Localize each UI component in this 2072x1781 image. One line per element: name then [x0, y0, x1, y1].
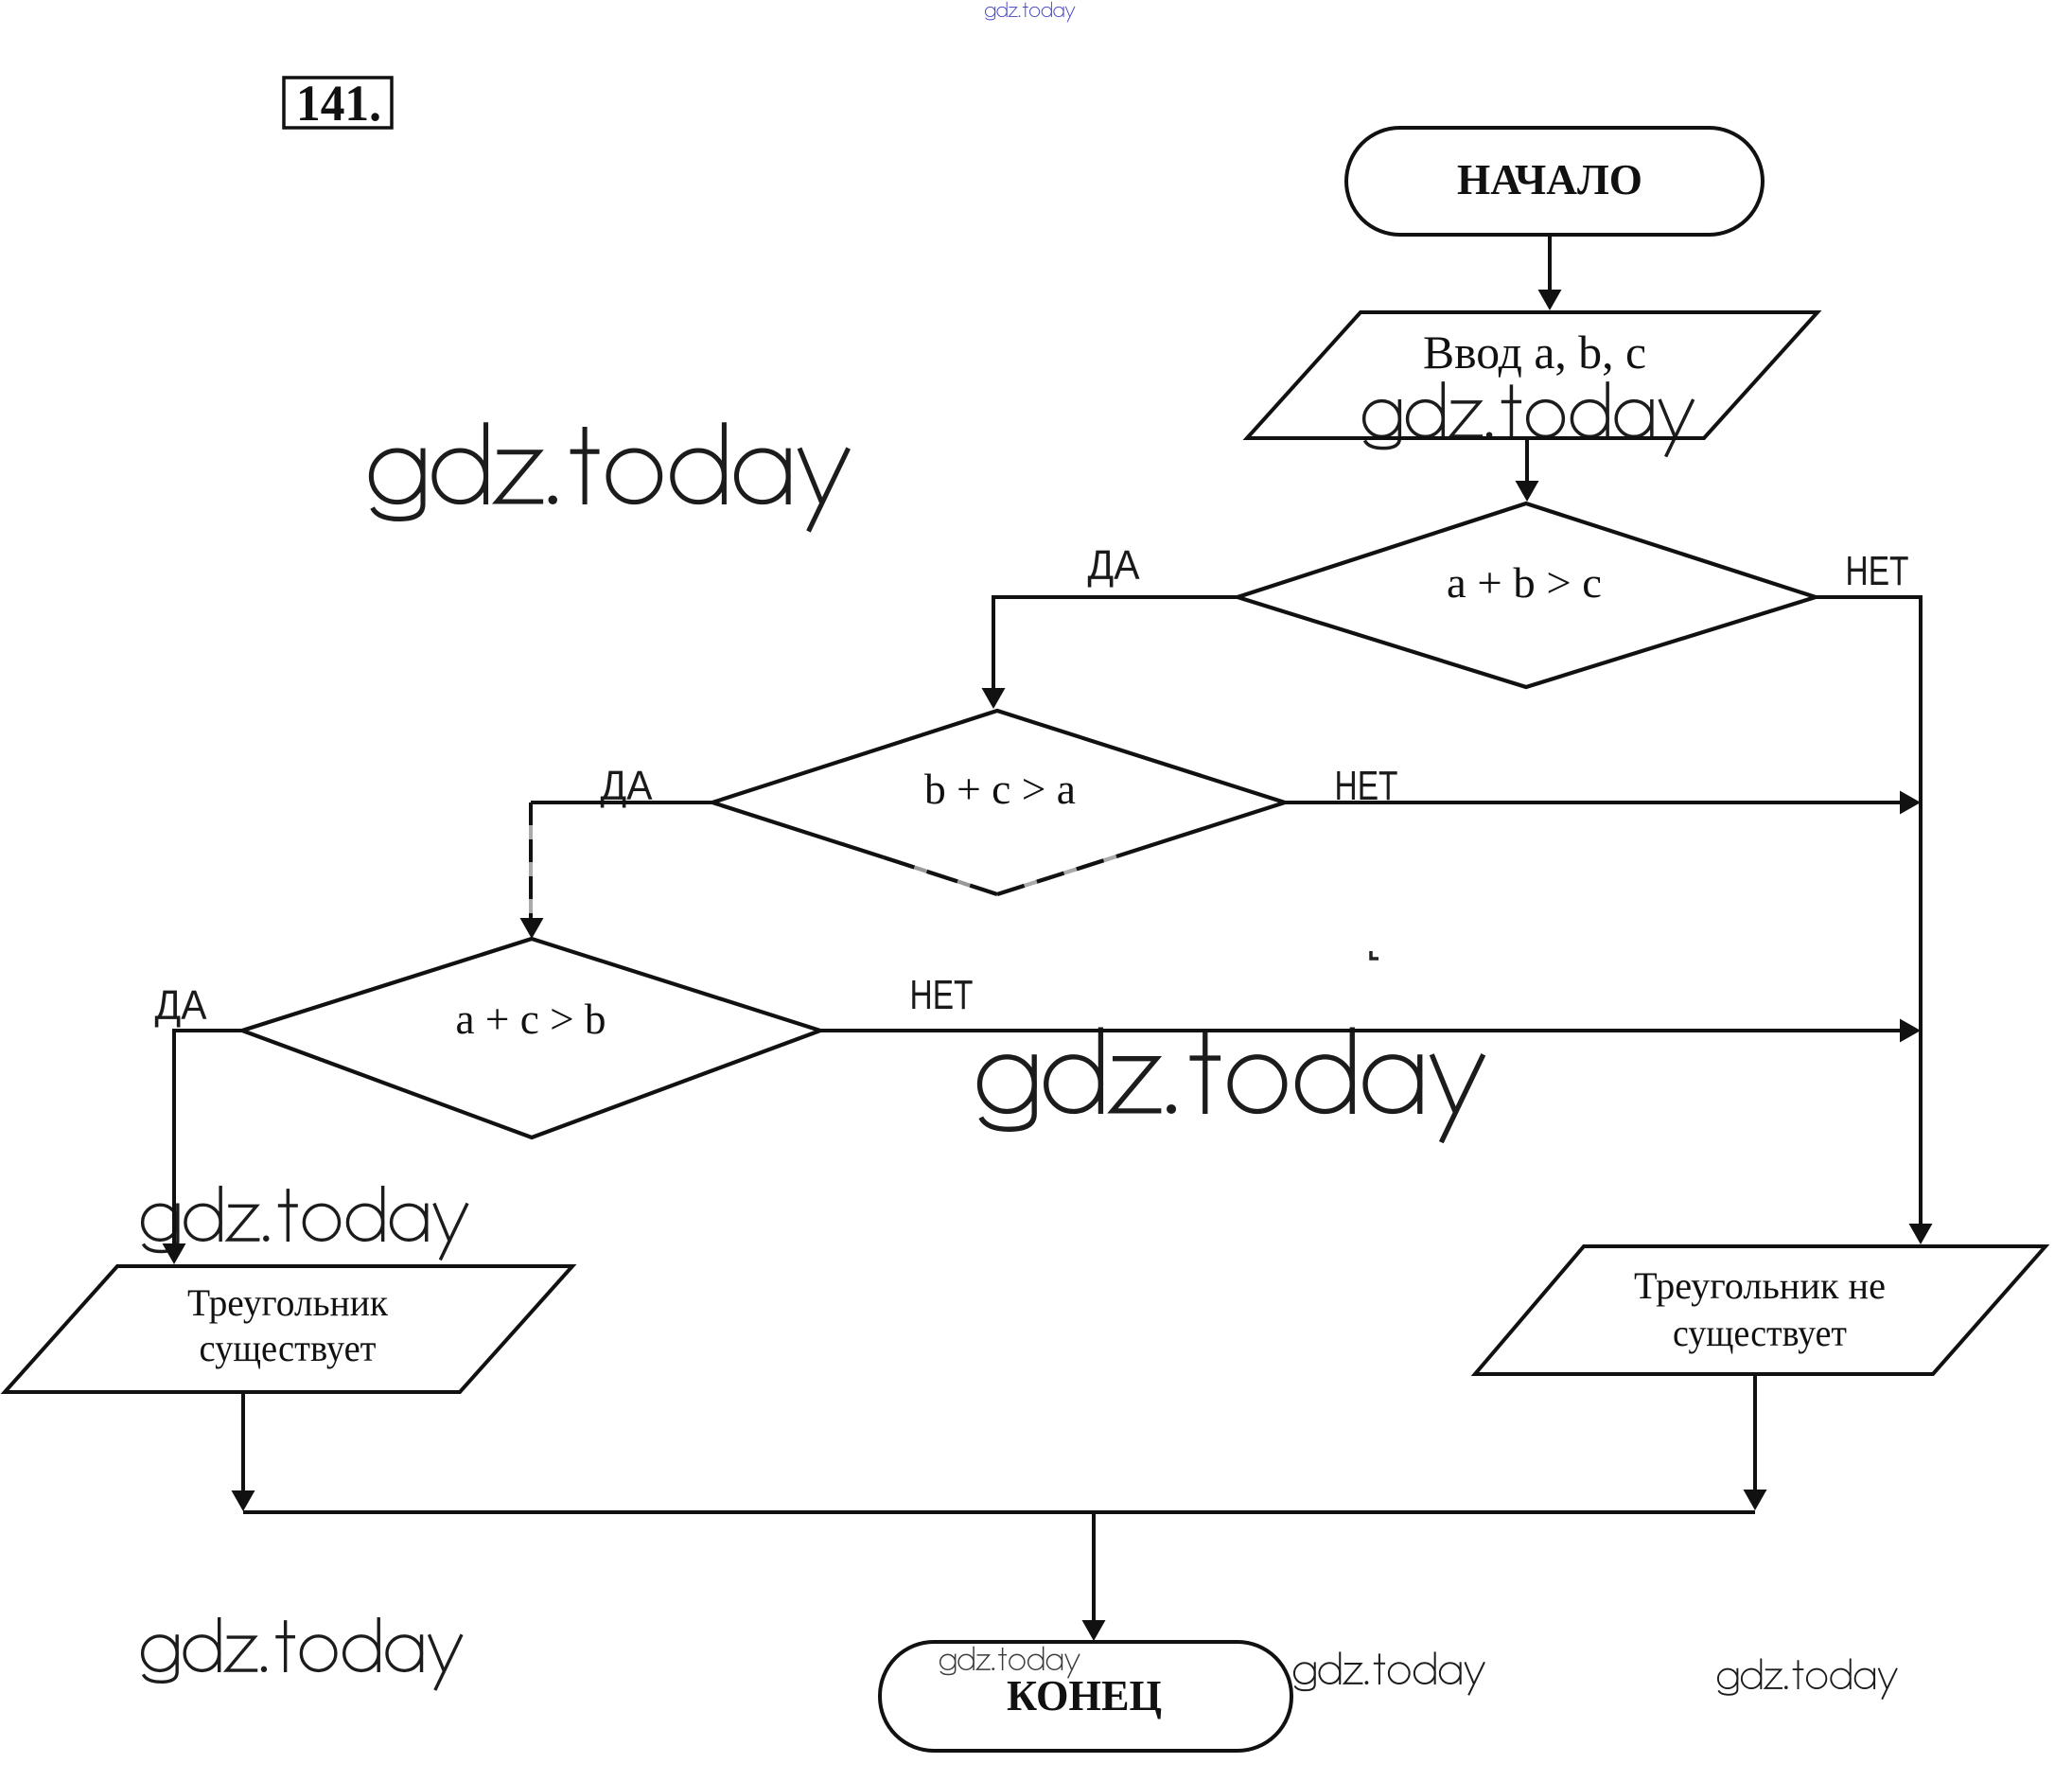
svg-text:НЕТ: НЕТ: [910, 972, 974, 1018]
svg-text:КОНЕЦ: КОНЕЦ: [1007, 1671, 1162, 1719]
svg-text:Треугольник не: Треугольник не: [1634, 1264, 1886, 1307]
svg-text:a + c > b: a + c > b: [456, 995, 606, 1043]
svg-text:существует: существует: [1673, 1312, 1847, 1354]
svg-text:ДА: ДА: [1088, 542, 1141, 589]
svg-text:НЕТ: НЕТ: [1846, 548, 1909, 594]
svg-text:Ввод a, b, c: Ввод a, b, c: [1423, 326, 1646, 379]
svg-text:b + c > a: b + c > a: [924, 765, 1076, 813]
svg-text:Треугольник: Треугольник: [187, 1281, 389, 1324]
svg-text:существует: существует: [200, 1327, 377, 1369]
svg-text:НАЧАЛО: НАЧАЛО: [1457, 155, 1642, 203]
svg-text:a + b > c: a + b > c: [1447, 558, 1602, 607]
svg-text:141.: 141.: [296, 75, 381, 132]
svg-text:ДА: ДА: [155, 982, 208, 1029]
